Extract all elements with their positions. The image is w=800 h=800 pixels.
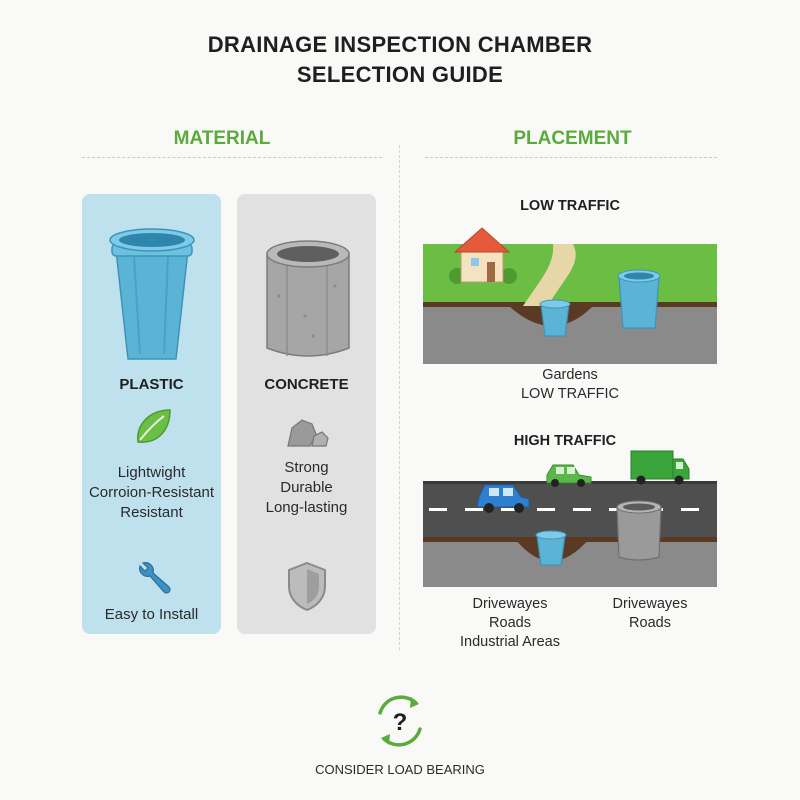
shield-icon bbox=[285, 560, 329, 612]
title-line-1: DRAINAGE INSPECTION CHAMBER bbox=[207, 32, 593, 57]
high-traffic-heading: HIGH TRAFFIC bbox=[513, 433, 617, 449]
concrete-card: CONCRETE Strong Durable Long-lasting bbox=[237, 194, 376, 634]
rock-icon bbox=[284, 416, 330, 450]
material-divider bbox=[82, 157, 382, 158]
wrench-icon bbox=[132, 556, 174, 598]
caption-line: Drivewayes bbox=[612, 596, 688, 612]
title-line-2: SELECTION GUIDE bbox=[296, 62, 504, 87]
concrete-label: CONCRETE bbox=[264, 376, 349, 393]
placement-divider bbox=[425, 157, 717, 158]
plastic-label: PLASTIC bbox=[119, 376, 184, 393]
high-traffic-caption-left: Drivewayes Roads Industrial Areas bbox=[420, 595, 600, 652]
plastic-feature: Lightwight bbox=[117, 464, 186, 481]
leaf-icon bbox=[132, 406, 174, 448]
page-title: DRAINAGE INSPECTION CHAMBER SELECTION GU… bbox=[0, 30, 800, 90]
plastic-install: Easy to Install bbox=[104, 606, 199, 623]
plastic-feature: Resistant bbox=[120, 504, 183, 521]
road-scene bbox=[423, 447, 717, 589]
concrete-feature: Long-lasting bbox=[265, 499, 348, 516]
caption-line: Roads bbox=[489, 615, 531, 631]
concrete-feature: Durable bbox=[280, 479, 333, 496]
plastic-feature: Corroion-Resistant bbox=[88, 484, 215, 501]
placement-heading: PLACEMENT bbox=[513, 128, 632, 149]
plastic-chamber-icon bbox=[104, 224, 200, 364]
caption-line: LOW TRAFFIC bbox=[520, 386, 619, 402]
concrete-features: Strong Durable Long-lasting bbox=[237, 458, 376, 518]
question-cycle-icon: ? bbox=[370, 691, 430, 751]
concrete-chamber-icon bbox=[261, 236, 355, 364]
concrete-feature: Strong bbox=[284, 459, 329, 476]
garden-scene bbox=[423, 224, 717, 366]
caption-line: Roads bbox=[629, 615, 671, 631]
footer-label: CONSIDER LOAD BEARING bbox=[315, 762, 485, 777]
vertical-divider bbox=[399, 145, 400, 650]
plastic-card: PLASTIC Lightwight Corroion-Resistant Re… bbox=[82, 194, 221, 634]
caption-line: Gardens bbox=[542, 367, 598, 383]
caption-line: Industrial Areas bbox=[460, 634, 560, 650]
low-traffic-heading: LOW TRAFFIC bbox=[520, 198, 620, 214]
material-heading: MATERIAL bbox=[173, 128, 271, 149]
low-traffic-caption: Gardens LOW TRAFFIC bbox=[470, 366, 670, 404]
svg-text:?: ? bbox=[393, 709, 408, 736]
caption-line: Drivewayes bbox=[472, 596, 548, 612]
high-traffic-caption-right: Drivewayes Roads bbox=[570, 595, 730, 633]
plastic-features: Lightwight Corroion-Resistant Resistant bbox=[70, 463, 233, 523]
